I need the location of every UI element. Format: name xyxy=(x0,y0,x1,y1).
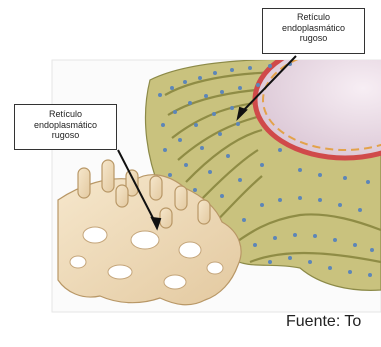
label-line: endoplasmático xyxy=(15,120,116,131)
label-line: Retículo xyxy=(15,109,116,120)
label-rough-er-top: Retículo endoplasmático rugoso xyxy=(262,8,365,54)
label-line: rugoso xyxy=(15,130,116,141)
label-line: Retículo xyxy=(263,12,364,23)
label-line: endoplasmático xyxy=(263,23,364,34)
label-line: rugoso xyxy=(263,33,364,44)
source-caption: Fuente: To xyxy=(286,313,381,331)
label-rough-er-left: Retículo endoplasmático rugoso xyxy=(14,104,117,150)
